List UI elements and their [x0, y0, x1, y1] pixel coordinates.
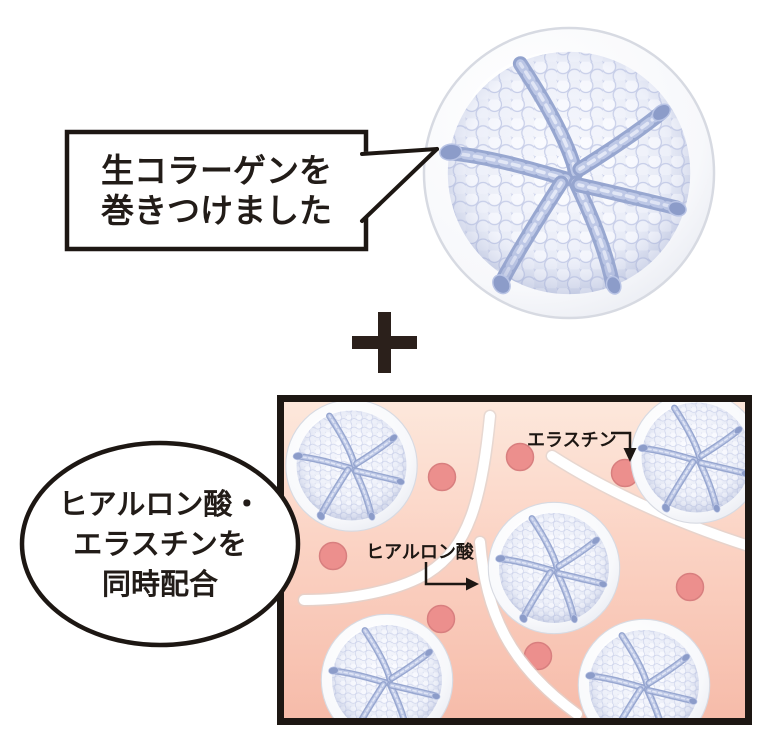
- elastin-dot: [505, 442, 535, 472]
- elastin-dot: [318, 541, 348, 571]
- elastin-dot: [427, 462, 457, 492]
- arrow-down-icon: [611, 431, 637, 462]
- speech-bubble: [64, 129, 439, 252]
- hyaluronic-strand: [475, 537, 582, 718]
- hyaluronic-strand: [547, 451, 745, 550]
- elastin-dot: [426, 604, 456, 634]
- hyaluronic-strands: [297, 409, 745, 718]
- elastin-dot: [675, 572, 705, 602]
- elastin-dots: [318, 442, 705, 671]
- collagen-capsule-illustration: [424, 28, 714, 318]
- plus-icon: [352, 312, 417, 373]
- hyaluronic-strand: [299, 411, 495, 605]
- oval-bubble: [19, 440, 301, 648]
- ingredients-box: [277, 395, 752, 725]
- arrow-right-icon: [424, 562, 479, 591]
